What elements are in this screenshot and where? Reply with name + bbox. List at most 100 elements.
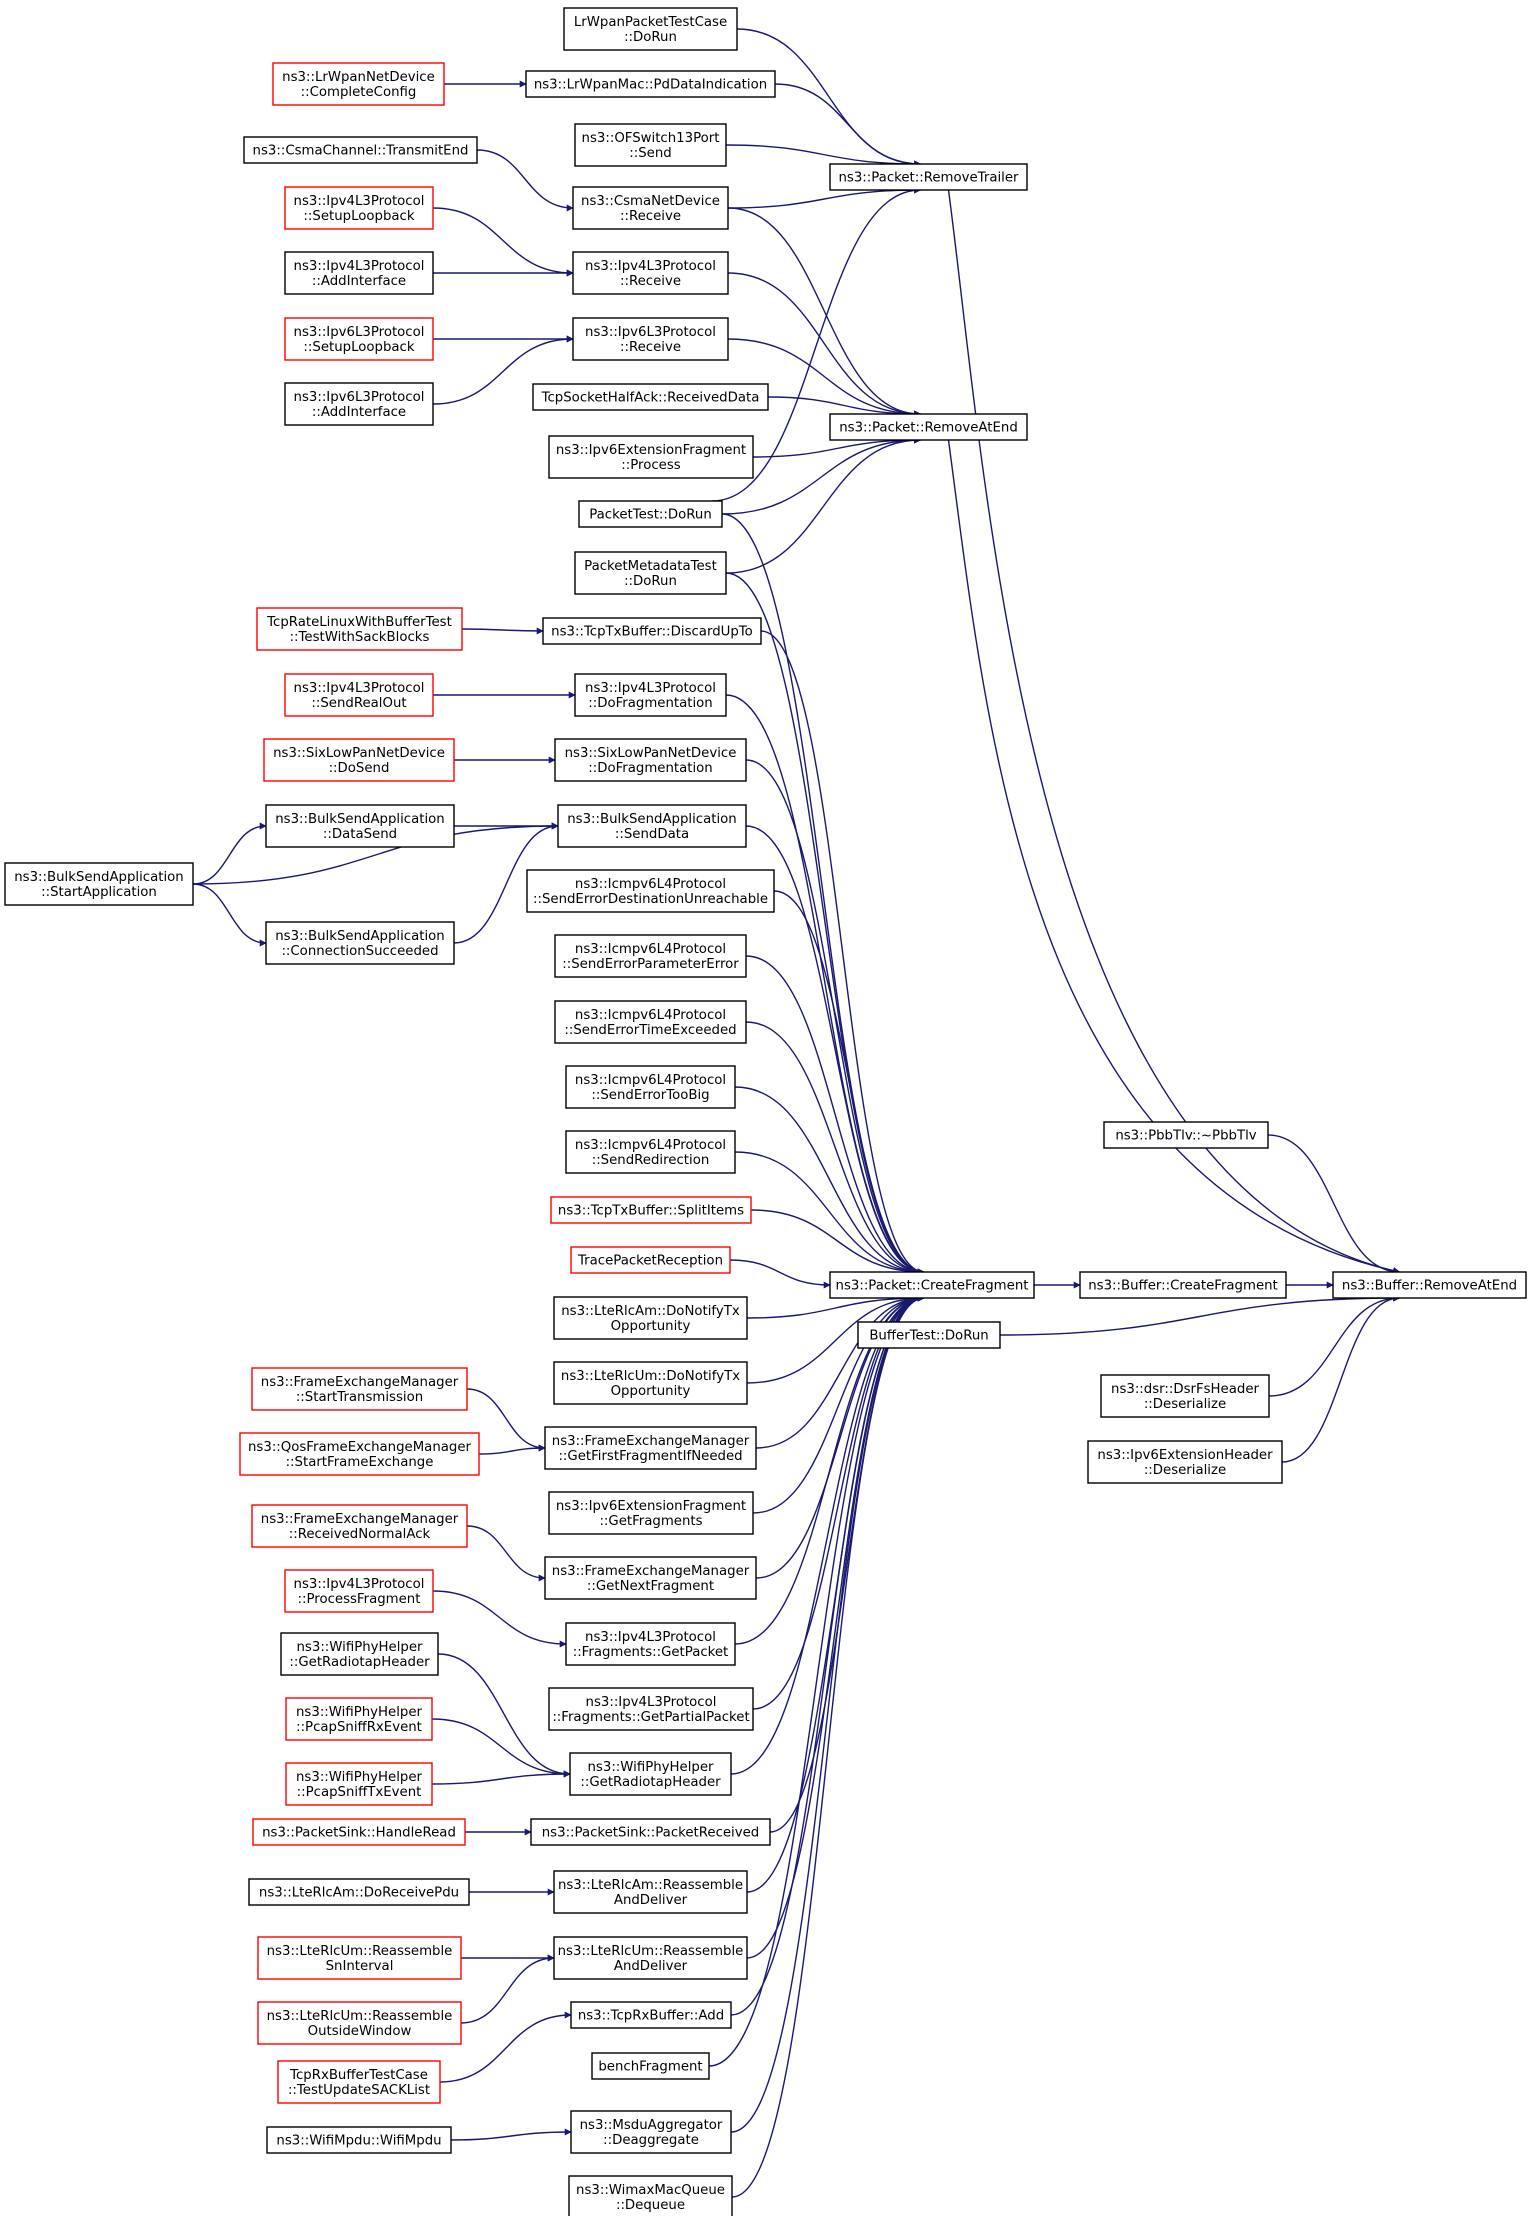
node-box[interactable] [284, 673, 434, 717]
node-box[interactable] [277, 2060, 441, 2104]
node-box[interactable] [570, 2110, 732, 2154]
node-box[interactable] [572, 251, 729, 295]
node-wifi-mpdu-ctor[interactable]: ns3::WifiMpdu::WifiMpdu [266, 2126, 452, 2154]
node-ipv6-l3-setup-loopback[interactable]: ns3::Ipv6L3Protocol::SetupLoopback [284, 317, 434, 361]
node-bulk-send-data-send[interactable]: ns3::BulkSendApplication::DataSend [265, 804, 455, 848]
node-box[interactable] [284, 251, 434, 295]
node-box[interactable] [285, 1762, 433, 1806]
node-box[interactable] [553, 1361, 748, 1405]
node-icmpv6-send-error-time-exceeded[interactable]: ns3::Icmpv6L4Protocol::SendErrorTimeExce… [554, 1000, 747, 1044]
node-box[interactable] [252, 1818, 466, 1846]
node-box[interactable] [251, 1367, 468, 1411]
node-box[interactable] [1103, 1121, 1269, 1149]
node-box[interactable] [526, 869, 775, 913]
node-box[interactable] [574, 551, 727, 595]
node-box[interactable] [572, 186, 729, 230]
node-box[interactable] [257, 2001, 462, 2045]
node-icmpv6-send-error-dest-unreachable[interactable]: ns3::Icmpv6L4Protocol::SendErrorDestinat… [526, 869, 775, 913]
node-bench-fragment[interactable]: benchFragment [591, 2052, 710, 2080]
node-ofswitch13-port-send[interactable]: ns3::OFSwitch13Port::Send [574, 123, 727, 167]
node-box[interactable] [548, 1687, 754, 1731]
node-tcp-rx-buffer-add[interactable]: ns3::TcpRxBuffer::Add [570, 2001, 732, 2029]
node-packet-remove-trailer[interactable]: ns3::Packet::RemoveTrailer [829, 163, 1028, 191]
node-box[interactable] [272, 62, 445, 106]
node-ipv4-l3-add-interface[interactable]: ns3::Ipv4L3Protocol::AddInterface [284, 251, 434, 295]
node-box[interactable] [532, 383, 769, 411]
node-box[interactable] [570, 2001, 732, 2029]
node-box[interactable] [554, 1000, 747, 1044]
node-box[interactable] [565, 1065, 736, 1109]
node-wifi-phy-helper-get-radiotap-header-left[interactable]: ns3::WifiPhyHelper::GetRadiotapHeader [280, 1632, 439, 1676]
node-box[interactable] [1332, 1271, 1527, 1299]
node-tcp-tx-buffer-discard-up-to[interactable]: ns3::TcpTxBuffer::DiscardUpTo [542, 617, 762, 645]
node-tcp-rx-buffer-test-update-sack-list[interactable]: TcpRxBufferTestCase::TestUpdateSACKList [277, 2060, 441, 2104]
node-ipv4-l3-do-fragmentation[interactable]: ns3::Ipv4L3Protocol::DoFragmentation [574, 673, 727, 717]
node-tcp-tx-buffer-split-items[interactable]: ns3::TcpTxBuffer::SplitItems [550, 1196, 752, 1224]
node-ipv6-l3-add-interface[interactable]: ns3::Ipv6L3Protocol::AddInterface [284, 382, 434, 426]
node-icmpv6-send-error-too-big[interactable]: ns3::Icmpv6L4Protocol::SendErrorTooBig [565, 1065, 736, 1109]
node-ipv6-l3-receive[interactable]: ns3::Ipv6L3Protocol::Receive [572, 317, 729, 361]
node-buffer-create-fragment[interactable]: ns3::Buffer::CreateFragment [1079, 1271, 1287, 1299]
node-box[interactable] [263, 738, 455, 782]
node-ipv4-fragments-get-partial-packet[interactable]: ns3::Ipv4L3Protocol::Fragments::GetParti… [548, 1687, 754, 1731]
node-packet-create-fragment[interactable]: ns3::Packet::CreateFragment [829, 1271, 1035, 1299]
node-wifi-phy-helper-pcap-sniff-tx-event[interactable]: ns3::WifiPhyHelper::PcapSniffTxEvent [285, 1762, 433, 1806]
node-box[interactable] [557, 804, 747, 848]
node-box[interactable] [1087, 1440, 1283, 1484]
node-dsr-fs-header-deserialize[interactable]: ns3::dsr::DsrFsHeader::Deserialize [1100, 1374, 1270, 1418]
node-lrwpan-packet-test-case-do-run[interactable]: LrWpanPacketTestCase::DoRun [563, 7, 738, 51]
node-box[interactable] [530, 1818, 771, 1846]
node-icmpv6-send-redirection[interactable]: ns3::Icmpv6L4Protocol::SendRedirection [565, 1130, 736, 1174]
node-ipv6-extension-fragment-get-fragments[interactable]: ns3::Ipv6ExtensionFragment::GetFragments [548, 1491, 754, 1535]
node-box[interactable] [829, 1271, 1035, 1299]
node-box[interactable] [553, 1296, 748, 1340]
node-fem-get-first-fragment-if-needed[interactable]: ns3::FrameExchangeManager::GetFirstFragm… [544, 1426, 757, 1470]
node-remove-at-end-buffer[interactable]: ns3::Buffer::RemoveAtEnd [1332, 1271, 1527, 1299]
node-fem-received-normal-ack[interactable]: ns3::FrameExchangeManager::ReceivedNorma… [251, 1504, 468, 1548]
node-box[interactable] [569, 1752, 732, 1796]
node-box[interactable] [284, 317, 434, 361]
node-box[interactable] [243, 136, 478, 164]
node-lrwpan-net-device-complete-config[interactable]: ns3::LrWpanNetDevice::CompleteConfig [272, 62, 445, 106]
node-box[interactable] [248, 1878, 470, 1906]
node-ipv4-l3-process-fragment[interactable]: ns3::Ipv4L3Protocol::ProcessFragment [284, 1569, 434, 1613]
node-box[interactable] [565, 1622, 736, 1666]
node-bulk-send-start-application[interactable]: ns3::BulkSendApplication::StartApplicati… [4, 862, 194, 906]
node-box[interactable] [578, 500, 723, 528]
node-box[interactable] [284, 382, 434, 426]
node-fem-get-next-fragment[interactable]: ns3::FrameExchangeManager::GetNextFragme… [544, 1556, 757, 1600]
node-box[interactable] [568, 2175, 733, 2216]
node-box[interactable] [554, 738, 747, 782]
node-box[interactable] [280, 1632, 439, 1676]
node-box[interactable] [574, 123, 727, 167]
node-trace-packet-reception[interactable]: TracePacketReception [570, 1246, 731, 1274]
node-sixlowpan-do-send[interactable]: ns3::SixLowPanNetDevice::DoSend [263, 738, 455, 782]
node-box[interactable] [256, 607, 463, 651]
node-box[interactable] [857, 1321, 1001, 1349]
node-box[interactable] [1079, 1271, 1287, 1299]
node-box[interactable] [553, 1870, 748, 1914]
node-box[interactable] [548, 1491, 754, 1535]
node-packet-remove-at-end[interactable]: ns3::Packet::RemoveAtEnd [829, 413, 1028, 441]
node-msdu-aggregator-deaggregate[interactable]: ns3::MsduAggregator::Deaggregate [570, 2110, 732, 2154]
node-wifi-phy-helper-get-radiotap-header[interactable]: ns3::WifiPhyHelper::GetRadiotapHeader [569, 1752, 732, 1796]
node-icmpv6-send-error-parameter-error[interactable]: ns3::Icmpv6L4Protocol::SendErrorParamete… [554, 934, 747, 978]
node-sixlowpan-do-fragmentation[interactable]: ns3::SixLowPanNetDevice::DoFragmentation [554, 738, 747, 782]
node-box[interactable] [257, 1936, 462, 1980]
node-fem-start-transmission[interactable]: ns3::FrameExchangeManager::StartTransmis… [251, 1367, 468, 1411]
node-tcp-socket-half-ack-received-data[interactable]: TcpSocketHalfAck::ReceivedData [532, 383, 769, 411]
node-wifi-phy-helper-pcap-sniff-rx-event[interactable]: ns3::WifiPhyHelper::PcapSniffRxEvent [285, 1697, 433, 1741]
node-box[interactable] [591, 2052, 710, 2080]
node-bulk-send-send-data[interactable]: ns3::BulkSendApplication::SendData [557, 804, 747, 848]
node-box[interactable] [251, 1504, 468, 1548]
node-lrwpan-mac-pd-data-indication[interactable]: ns3::LrWpanMac::PdDataIndication [525, 70, 776, 98]
node-box[interactable] [4, 862, 194, 906]
node-lte-rlc-am-do-receive-pdu[interactable]: ns3::LteRlcAm::DoReceivePdu [248, 1878, 470, 1906]
node-ipv4-l3-setup-loopback[interactable]: ns3::Ipv4L3Protocol::SetupLoopback [284, 186, 434, 230]
node-box[interactable] [554, 934, 747, 978]
node-pbbtlv-dtor[interactable]: ns3::PbbTlv::~PbbTlv [1103, 1121, 1269, 1149]
node-box[interactable] [550, 1196, 752, 1224]
